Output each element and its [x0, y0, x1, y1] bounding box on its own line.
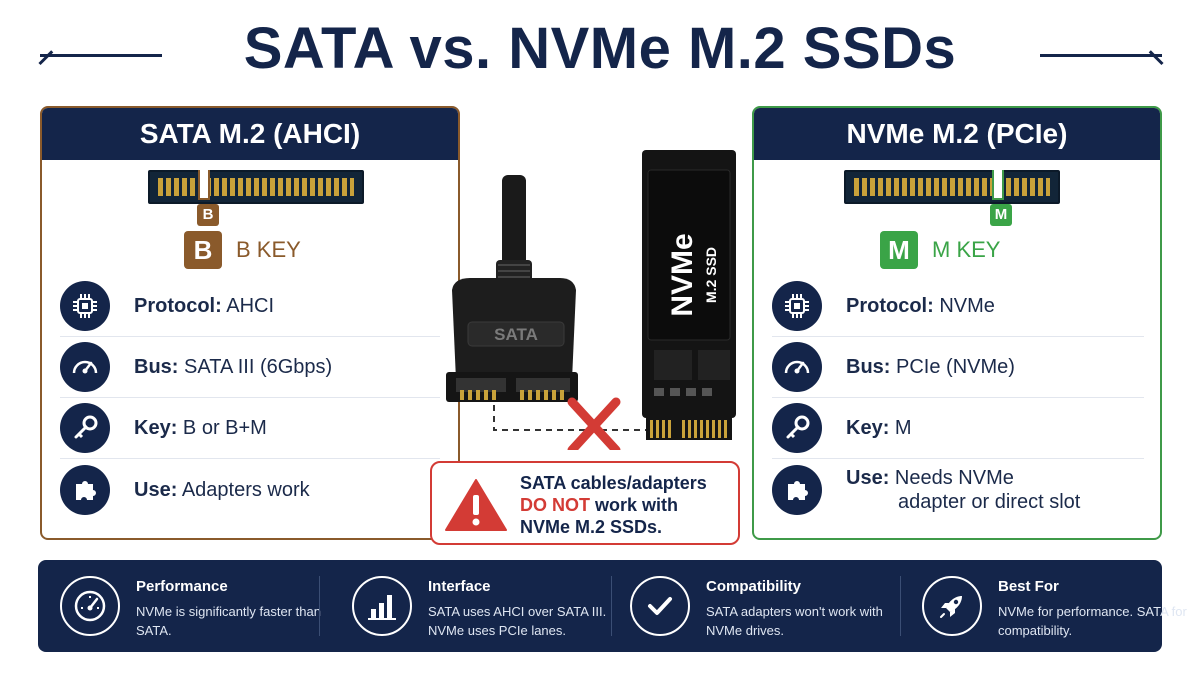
sata-cable-and-nvme-ssd-graphic: SATA NVMe M.2 SSD	[446, 150, 736, 455]
nvme-edge-connector	[844, 170, 1060, 204]
spec-label: Key:	[134, 417, 178, 439]
incompatibility-warning: SATA cables/adapters DO NOT work with NV…	[430, 461, 740, 545]
chip-icon	[772, 281, 822, 331]
m-key-label: M KEY	[932, 237, 1001, 262]
spec-row-bus: Bus: SATA III (6Gbps)	[60, 337, 440, 398]
nvme-spec-list: Protocol: NVMe Bus: PCIe (NVMe) Key: M U…	[772, 276, 1144, 520]
puzzle-icon	[60, 464, 110, 515]
feature-desc: SATA uses AHCI over SATA III. NVMe uses …	[428, 604, 607, 638]
nvme-panel-heading: NVMe M.2 (PCIe)	[754, 108, 1160, 160]
notch-label-b: B	[197, 204, 219, 226]
chip-icon	[60, 281, 110, 331]
spec-row-protocol: Protocol: NVMe	[772, 276, 1144, 337]
check-icon	[630, 576, 690, 636]
bar-chart-icon	[352, 576, 412, 636]
spec-value: SATA III (6Gbps)	[184, 356, 333, 378]
spec-value: Adapters work	[181, 478, 310, 501]
spec-value: Needs NVMe	[894, 466, 1014, 489]
spec-row-protocol: Protocol: AHCI	[60, 276, 440, 337]
key-icon	[772, 403, 822, 453]
feature-title: Best For	[998, 578, 1059, 595]
spec-label: Bus:	[846, 356, 891, 378]
warning-do-not: DO NOT	[520, 495, 590, 515]
feature-divider	[319, 576, 320, 636]
puzzle-icon	[772, 464, 822, 515]
feature-title: Performance	[136, 578, 228, 595]
notch-label-m: M	[990, 204, 1012, 226]
feature-performance: Performance NVMe is significantly faster…	[38, 560, 321, 652]
summary-bar: Performance NVMe is significantly faster…	[38, 560, 1187, 652]
warning-triangle-icon	[445, 479, 507, 531]
m-key-notch	[992, 170, 1004, 200]
title-decor-line-left	[40, 54, 162, 57]
spec-value: NVMe	[939, 295, 995, 317]
speedometer-icon	[60, 342, 110, 392]
sata-spec-list: Protocol: AHCI Bus: SATA III (6Gbps) Key…	[60, 276, 440, 520]
spec-value: AHCI	[226, 295, 275, 317]
ssd-m2-label: M.2 SSD	[703, 247, 719, 303]
spec-label: Protocol:	[846, 295, 934, 317]
spec-value: M	[894, 417, 912, 439]
gauge-icon	[60, 576, 120, 636]
spec-label: Use:	[846, 466, 890, 489]
feature-desc: SATA adapters won't work with NVMe drive…	[706, 604, 883, 638]
spec-row-bus: Bus: PCIe (NVMe)	[772, 337, 1144, 398]
feature-divider	[611, 576, 612, 636]
feature-divider	[900, 576, 901, 636]
spec-value: B or B+M	[182, 417, 267, 439]
sata-panel: SATA M.2 (AHCI) B B B KEY Protocol: AHCI…	[40, 106, 460, 540]
warning-line-2: work with	[590, 495, 679, 515]
m-key-badge: M	[880, 231, 918, 269]
key-icon	[60, 403, 110, 453]
page-title: SATA vs. NVMe M.2 SSDs	[243, 16, 957, 81]
spec-value-line-2: adapter or direct slot	[898, 490, 1081, 513]
cable-sata-label: SATA	[494, 325, 538, 344]
spec-label: Use:	[134, 478, 178, 501]
title-area: SATA vs. NVMe M.2 SSDs	[0, 14, 1200, 84]
feature-desc: NVMe for performance. SATA for compatibi…	[998, 604, 1187, 638]
ssd-nvme-label: NVMe	[666, 233, 699, 316]
spec-row-key: Key: B or B+M	[60, 398, 440, 459]
sata-panel-heading: SATA M.2 (AHCI)	[42, 108, 458, 160]
spec-label: Key:	[846, 417, 890, 439]
spec-value: PCIe (NVMe)	[896, 356, 1015, 378]
sata-key-row: B B KEY	[184, 230, 301, 270]
feature-title: Compatibility	[706, 578, 802, 595]
warning-line-1: SATA cables/adapters	[520, 473, 707, 493]
nvme-key-row: M M KEY	[880, 230, 1000, 270]
title-decor-line-right	[1040, 54, 1162, 57]
feature-compatibility: Compatibility SATA adapters won't work w…	[608, 560, 889, 652]
feature-interface: Interface SATA uses AHCI over SATA III. …	[330, 560, 611, 652]
speedometer-icon	[772, 342, 822, 392]
spec-row-key: Key: M	[772, 398, 1144, 459]
b-key-notch	[198, 170, 210, 200]
connector-pins	[854, 178, 1050, 196]
nvme-panel: NVMe M.2 (PCIe) M M M KEY Protocol: NVMe…	[752, 106, 1162, 540]
warning-line-3: NVMe M.2 SSDs.	[520, 517, 663, 537]
feature-title: Interface	[428, 578, 491, 595]
spec-label: Bus:	[134, 356, 179, 378]
feature-best-for: Best For NVMe for performance. SATA for …	[900, 560, 1187, 652]
b-key-badge: B	[184, 231, 222, 269]
feature-desc: NVMe is significantly faster than SATA.	[136, 604, 321, 638]
cable-ssd-illustration: SATA NVMe M.2 SSD	[420, 150, 760, 455]
sata-edge-connector	[148, 170, 364, 204]
spec-row-use: Use: Adapters work	[60, 459, 440, 520]
rocket-icon	[922, 576, 982, 636]
connector-pins	[158, 178, 354, 196]
b-key-label: B KEY	[236, 237, 301, 262]
spec-label: Protocol:	[134, 295, 222, 317]
